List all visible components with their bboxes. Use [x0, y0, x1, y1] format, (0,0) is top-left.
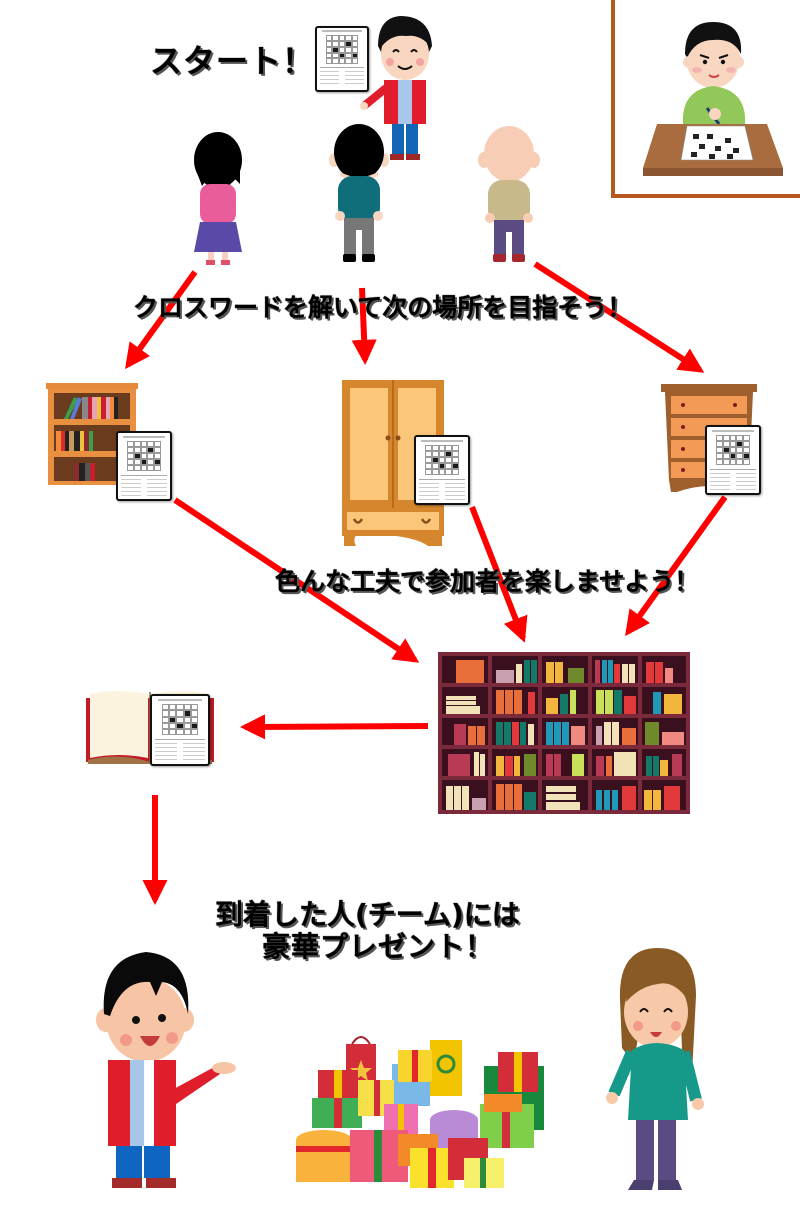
caption-solve-crossword: クロスワードを解いて次の場所を目指そう！ — [133, 293, 633, 322]
caption-arrival-line1: 到着した人(チーム)には — [215, 898, 520, 931]
presents-icon — [296, 1036, 544, 1188]
solver-frame — [611, 0, 800, 198]
crossword-sheet-book — [150, 694, 210, 766]
crossword-sheet-dresser — [705, 425, 761, 495]
crossword-solver-illustration — [643, 22, 783, 176]
host-person-icon — [360, 16, 432, 160]
crossword-sheet-bookshelf — [116, 431, 172, 501]
crossword-sheet-wardrobe — [414, 435, 470, 505]
woman-participant-icon — [606, 948, 704, 1190]
library-bookshelf-icon — [438, 652, 690, 814]
caption-start: スタート！ — [150, 42, 316, 80]
participant-girl-icon — [194, 132, 242, 265]
participant-boy-icon — [329, 124, 389, 262]
participant-elder-icon — [478, 126, 540, 262]
caption-entertain: 色んな工夫で参加者を楽しませよう！ — [275, 567, 700, 596]
arrow-library-to-book — [239, 714, 429, 740]
crossword-sheet-start — [315, 26, 369, 92]
presenter-man-icon — [96, 952, 236, 1188]
caption-arrival-line2: 豪華プレゼント！ — [262, 930, 495, 963]
